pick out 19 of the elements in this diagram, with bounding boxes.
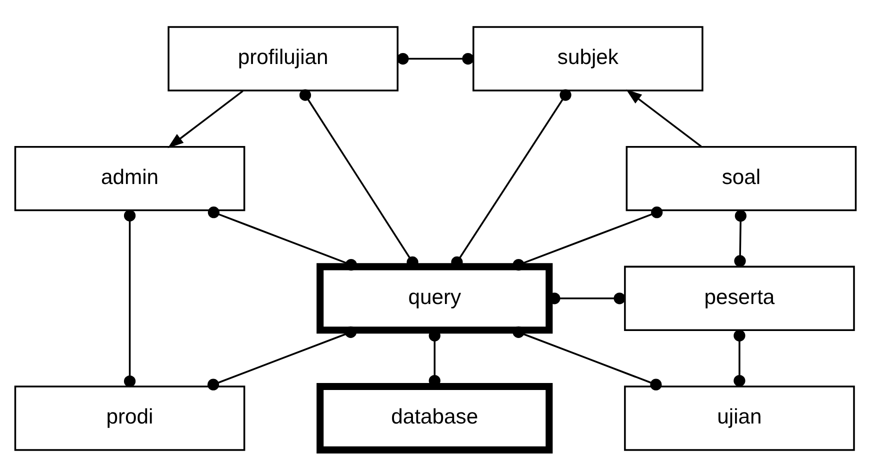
node-box: ujian [624, 385, 855, 450]
connector [124, 209, 136, 387]
connector [734, 329, 746, 386]
connector [512, 206, 663, 270]
node-box: query [316, 262, 553, 334]
node-box: soal [626, 146, 857, 211]
node-box: profilujian [168, 26, 398, 91]
connector [734, 210, 746, 266]
arrow [168, 90, 244, 148]
node-box: subjek [472, 26, 704, 91]
connector [397, 52, 474, 64]
node-box: database [316, 382, 553, 453]
connector [512, 326, 662, 390]
node-box: admin [14, 146, 246, 211]
arrow [626, 88, 702, 147]
connector [207, 326, 357, 390]
node-box: peserta [624, 265, 855, 330]
node-box: prodi [14, 385, 246, 450]
connector [208, 206, 357, 270]
